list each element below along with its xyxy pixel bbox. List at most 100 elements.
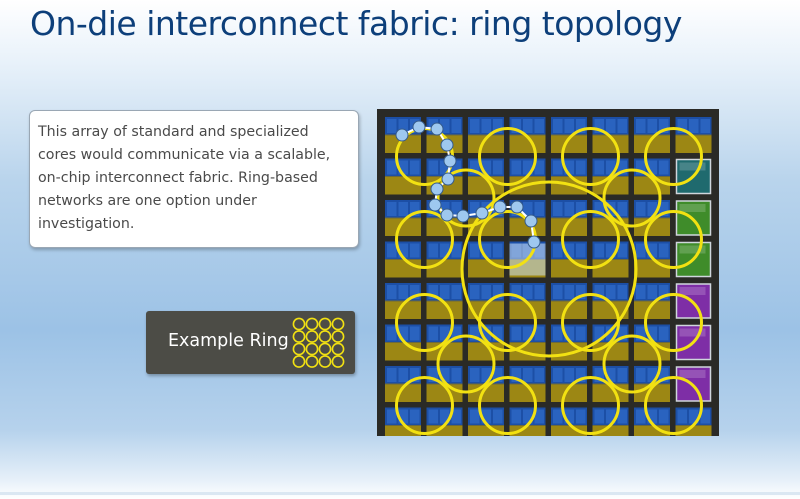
core-highlight xyxy=(679,162,706,171)
example-ring-node xyxy=(430,122,444,136)
core-subblock xyxy=(553,285,563,299)
legend-label: Example Ring xyxy=(168,331,289,351)
core-bottom xyxy=(592,135,629,153)
legend-ring xyxy=(305,330,319,343)
core-subblock xyxy=(451,368,461,382)
legend-ring xyxy=(305,355,319,368)
core-subblock xyxy=(493,285,503,299)
ring xyxy=(644,376,703,435)
core-subblock xyxy=(523,368,533,382)
core-subblock xyxy=(659,326,669,341)
core-highlight xyxy=(679,204,706,212)
core-subblock xyxy=(594,326,604,341)
core-tile xyxy=(509,407,546,436)
core-subblock xyxy=(647,409,657,424)
core-subblock xyxy=(428,285,438,299)
core-tile xyxy=(551,117,587,153)
core-subblock xyxy=(647,202,657,216)
core-subblock xyxy=(534,119,544,133)
core-bottom xyxy=(509,135,546,153)
core-tile xyxy=(385,407,421,436)
core-subblock xyxy=(689,409,699,424)
core-subblock xyxy=(564,243,574,258)
core-subblock xyxy=(606,326,616,341)
core-subblock xyxy=(564,202,574,216)
core-subblock xyxy=(387,119,397,133)
core-bottom xyxy=(385,342,421,361)
core-subblock xyxy=(617,368,627,382)
legend-box: Example Ring xyxy=(146,311,355,374)
example-ring-node xyxy=(456,209,470,223)
core-subblock xyxy=(410,326,420,341)
ring xyxy=(644,127,703,186)
core-tile xyxy=(509,366,546,402)
core-subblock xyxy=(700,119,710,133)
core-subblock xyxy=(398,409,408,424)
core-subblock xyxy=(523,409,533,424)
core-subblock xyxy=(659,119,669,133)
ring xyxy=(395,210,454,269)
core-subblock xyxy=(606,119,616,133)
core-bottom xyxy=(592,425,629,436)
core-tile xyxy=(592,407,629,436)
core-subblock xyxy=(440,409,450,424)
core-subblock xyxy=(553,326,563,341)
core-subblock xyxy=(576,202,586,216)
core-subblock xyxy=(564,285,574,299)
core-subblock xyxy=(636,368,646,382)
core-bottom xyxy=(385,425,421,436)
core-subblock xyxy=(647,160,657,175)
core-subblock xyxy=(511,409,521,424)
core-subblock xyxy=(387,368,397,382)
core-subblock xyxy=(606,409,616,424)
core-subblock xyxy=(410,368,420,382)
core-bottom xyxy=(551,135,587,153)
example-ring-node xyxy=(524,214,538,228)
core-tile xyxy=(385,366,421,402)
core-subblock xyxy=(576,368,586,382)
ring-connector xyxy=(436,168,496,228)
core-subblock xyxy=(428,160,438,175)
ring-connector xyxy=(436,334,496,394)
core-subblock xyxy=(677,409,687,424)
core-tile xyxy=(468,407,504,436)
core-subblock xyxy=(659,285,669,299)
ring-grid-icon xyxy=(292,317,345,368)
chip-diagram xyxy=(377,109,719,436)
example-ring-node xyxy=(428,198,442,212)
ring xyxy=(395,376,454,435)
core-subblock xyxy=(428,409,438,424)
legend-ring xyxy=(292,330,306,343)
description-text: This array of standard and specialized c… xyxy=(38,124,331,232)
core-subblock xyxy=(511,368,521,382)
core-subblock xyxy=(594,409,604,424)
core-subblock xyxy=(576,326,586,341)
core-bottom xyxy=(551,425,587,436)
core-subblock xyxy=(576,285,586,299)
core-subblock xyxy=(636,243,646,258)
core-subblock xyxy=(451,119,461,133)
ring xyxy=(561,376,620,435)
core-bottom xyxy=(509,342,546,361)
core-subblock xyxy=(410,285,420,299)
core-subblock xyxy=(481,326,491,341)
core-tile xyxy=(551,200,587,236)
core-subblock xyxy=(523,160,533,175)
core-subblock xyxy=(410,243,420,258)
core-subblock xyxy=(511,326,521,341)
core-tile xyxy=(551,241,587,278)
core-subblock xyxy=(689,119,699,133)
core-subblock xyxy=(470,326,480,341)
legend-ring xyxy=(318,317,332,331)
core-subblock xyxy=(428,326,438,341)
core-tile xyxy=(385,158,421,195)
core-subblock xyxy=(481,285,491,299)
legend-ring xyxy=(305,317,319,331)
core-subblock xyxy=(511,285,521,299)
ring xyxy=(478,127,537,186)
legend-ring xyxy=(331,355,345,368)
core-subblock xyxy=(576,243,586,258)
core-subblock xyxy=(440,160,450,175)
core-subblock xyxy=(387,285,397,299)
legend-ring xyxy=(331,330,345,343)
